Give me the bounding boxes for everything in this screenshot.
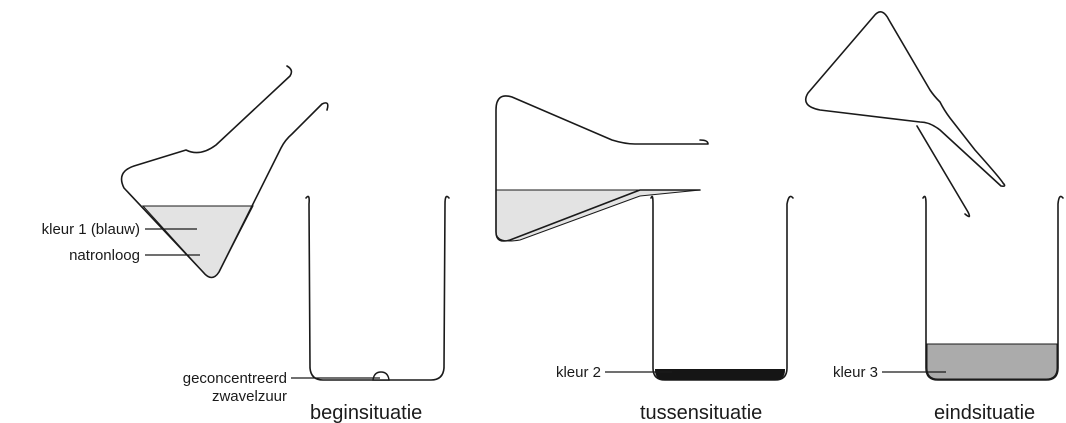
flask-eind-neck [916, 125, 971, 218]
label-kleur2: kleur 2 [556, 364, 601, 381]
label-zuur-line2: zwavelzuur [212, 388, 287, 405]
label-kleur3: kleur 3 [833, 364, 878, 381]
flask-eind [804, 11, 1006, 187]
beaker-tussen [650, 195, 794, 381]
beaker-eind [922, 195, 1064, 381]
flask-tussen [495, 95, 709, 242]
flask-begin [120, 65, 329, 279]
label-kleur1: kleur 1 (blauw) [42, 221, 140, 238]
caption-begin: beginsituatie [310, 402, 422, 423]
kleur2-liquid [655, 369, 785, 380]
panel-begin: kleur 1 (blauw) natronloog geconcentreer… [42, 65, 450, 423]
caption-eind: eindsituatie [934, 402, 1035, 423]
beaker-begin [305, 195, 450, 381]
label-zuur-line1: geconcentreerd [183, 370, 287, 387]
panel-tussen: kleur 2 tussensituatie [495, 95, 794, 423]
panel-eind: kleur 3 eindsituatie [804, 11, 1064, 423]
caption-tussen: tussensituatie [640, 402, 762, 423]
zwavelzuur-drop [372, 371, 390, 381]
kleur3-liquid [926, 343, 1058, 380]
label-natronloog: natronloog [69, 247, 140, 264]
